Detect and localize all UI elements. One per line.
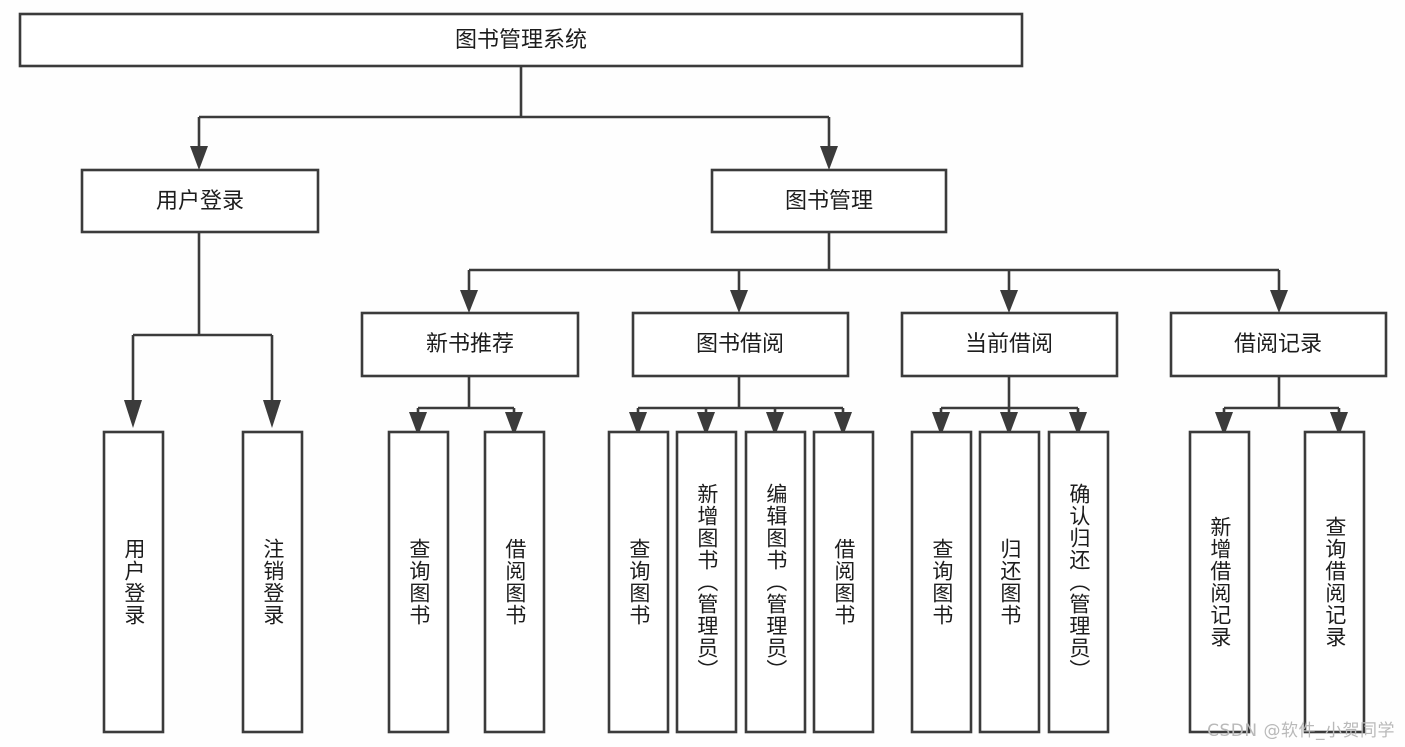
arrow-borrowbook-leaf-4 xyxy=(834,412,852,436)
arrow-to-current-borrow xyxy=(1000,290,1018,313)
connector-layer xyxy=(124,66,1348,436)
node-book-manage-label: 图书管理 xyxy=(785,189,873,214)
arrow-borrowrecord-leaf-2 xyxy=(1330,412,1348,436)
node-book-manage-box[interactable] xyxy=(710,168,948,234)
leaf-user-login-1-box[interactable] xyxy=(102,430,165,734)
arrow-userlogin-leaf-1 xyxy=(124,400,142,428)
node-borrow-record-box[interactable] xyxy=(1169,311,1388,378)
node-current-borrow-box[interactable] xyxy=(900,311,1119,378)
arrow-currentborrow-leaf-2 xyxy=(1000,412,1018,436)
arrow-to-borrow-book xyxy=(730,290,748,313)
node-root-box[interactable] xyxy=(18,12,1024,68)
arrow-to-new-book xyxy=(460,290,478,313)
csdn-watermark: CSDN @软件_小贺同学 xyxy=(1207,721,1395,741)
leaf-new-book-2-box[interactable] xyxy=(483,430,546,734)
leaf-borrow-book-4-box[interactable] xyxy=(812,430,875,734)
leaf-current-borrow-3-box[interactable] xyxy=(1047,430,1110,734)
leaf-new-book-1-box[interactable] xyxy=(387,430,450,734)
leaf-current-borrow-2-box[interactable] xyxy=(978,430,1041,734)
arrow-newbook-leaf-1 xyxy=(409,412,427,436)
arrow-borrowbook-leaf-2 xyxy=(697,412,715,436)
leaf-current-borrow-1-box[interactable] xyxy=(910,430,973,734)
node-borrow-record-label: 借阅记录 xyxy=(1234,332,1322,357)
arrow-to-book-manage xyxy=(820,146,838,170)
arrow-to-user-login xyxy=(190,146,208,170)
leaf-borrow-book-3-box[interactable] xyxy=(744,430,807,734)
arrow-currentborrow-leaf-1 xyxy=(932,412,950,436)
leaf-borrow-record-2-box[interactable] xyxy=(1303,430,1366,734)
node-new-book-box[interactable] xyxy=(360,311,580,378)
node-new-book-label: 新书推荐 xyxy=(426,332,514,357)
leaf-borrow-record-1-box[interactable] xyxy=(1188,430,1251,734)
leaf-user-login-2-box[interactable] xyxy=(241,430,304,734)
arrow-userlogin-leaf-2 xyxy=(263,400,281,428)
node-borrow-book-box[interactable] xyxy=(631,311,850,378)
arrow-newbook-leaf-2 xyxy=(505,412,523,436)
node-borrow-book-label: 图书借阅 xyxy=(696,332,784,357)
node-root-label: 图书管理系统 xyxy=(455,28,587,53)
arrow-to-borrow-record xyxy=(1270,290,1288,313)
arrow-borrowrecord-leaf-1 xyxy=(1215,412,1233,436)
leaf-borrow-book-2-box[interactable] xyxy=(675,430,738,734)
node-current-borrow-label: 当前借阅 xyxy=(965,332,1053,357)
leaf-borrow-book-1-box[interactable] xyxy=(607,430,670,734)
node-user-login-box[interactable] xyxy=(80,168,320,234)
arrow-currentborrow-leaf-3 xyxy=(1069,412,1087,436)
arrow-borrowbook-leaf-3 xyxy=(766,412,784,436)
node-user-login-label: 用户登录 xyxy=(156,189,244,214)
arrow-borrowbook-leaf-1 xyxy=(629,412,647,436)
node-layer: 图书管理系统 用户登录 图书管理 新书推荐 图书借阅 当前借阅 借阅记录 xyxy=(18,12,1388,734)
